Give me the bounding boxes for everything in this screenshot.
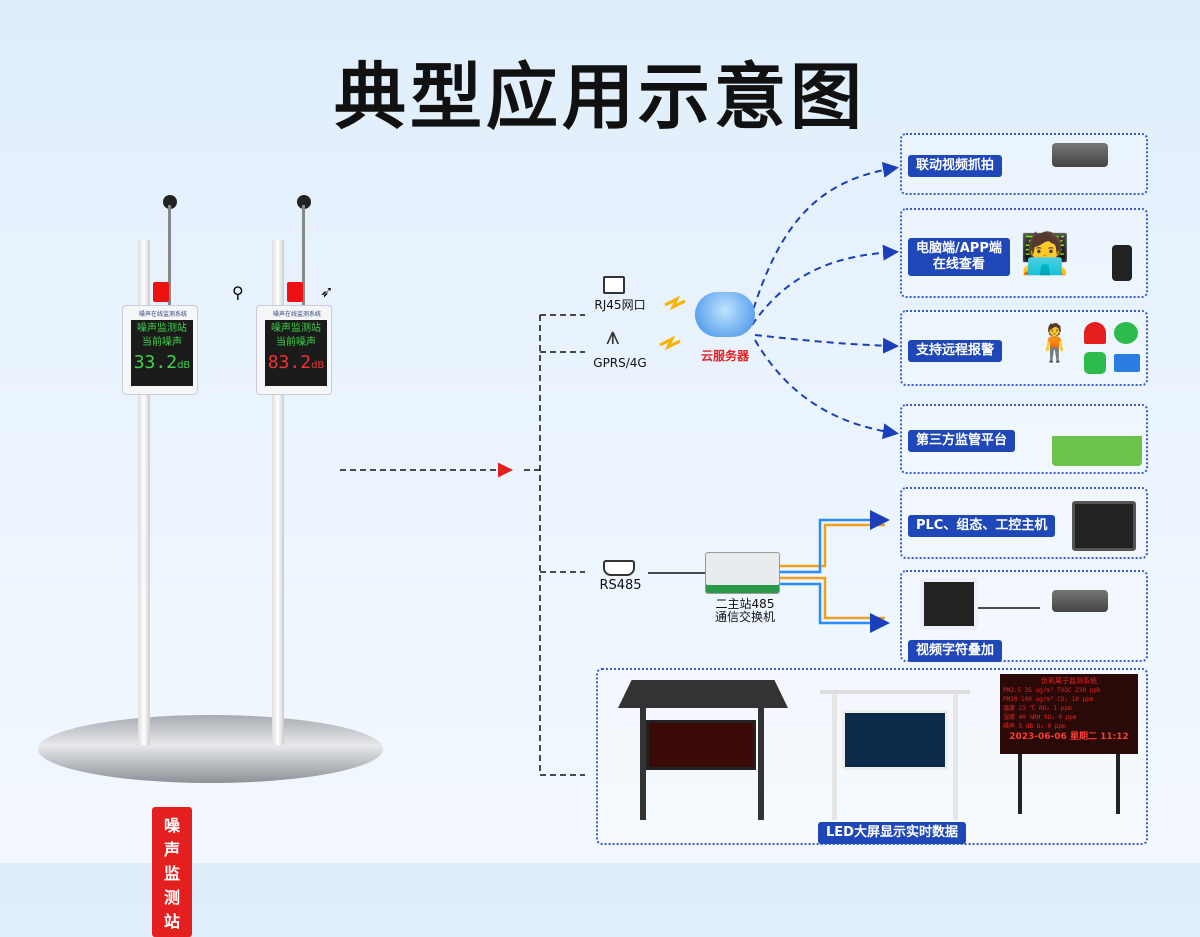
- output-video-capture: 联动视频抓拍: [900, 133, 1148, 195]
- wind-vane-icon: ➶: [320, 282, 334, 301]
- switch-device-icon: [705, 552, 780, 594]
- page-title: 典型应用示意图: [333, 55, 866, 139]
- screen-title: 噪声监测站: [271, 323, 321, 334]
- alarm-light-right: [287, 282, 303, 302]
- serial-port-icon: [603, 560, 635, 576]
- output-label-line2: 在线查看: [932, 257, 985, 272]
- output-led-display: 负氧离子监测系统 PM2.5 35 ug/m³ TVOC 230 ppb PM1…: [596, 668, 1148, 845]
- microphone-left: [163, 195, 177, 209]
- smartphone-icon: [1112, 245, 1132, 281]
- anemometer-icon: ⚲: [232, 283, 244, 302]
- antenna-tower-icon: ⩚: [606, 322, 620, 350]
- switch-label-line1: 二主站485: [715, 597, 775, 611]
- cctv-camera-icon: [1052, 143, 1108, 167]
- brand-text: 噪声在线监测系统: [139, 311, 188, 318]
- output-third-party: 第三方监管平台: [900, 404, 1148, 474]
- alarm-light-left: [153, 282, 169, 302]
- led-row: 噪声 5 dB O₃ 0 ppm: [1003, 723, 1066, 730]
- screen-subtitle: 当前噪声: [142, 337, 182, 348]
- person-icon: 🧍: [1032, 323, 1077, 364]
- screen-subtitle: 当前噪声: [276, 337, 316, 348]
- output-label: LED大屏显示实时数据: [818, 822, 966, 844]
- led-board-screen: 负氧离子监测系统 PM2.5 35 ug/m³ TVOC 230 ppb PM1…: [1000, 674, 1138, 754]
- mic-rod-right: [302, 205, 305, 305]
- rj45-port-icon: [603, 276, 625, 294]
- mic-rod-left: [168, 205, 171, 305]
- cloud-label: 云服务器: [700, 349, 749, 363]
- sms-icon: [1084, 352, 1106, 374]
- siren-icon: [1084, 322, 1106, 344]
- gprs-label: GPRS/4G: [593, 356, 647, 370]
- industrial-monitor-icon: [1072, 501, 1136, 551]
- screen-title: 噪声监测站: [137, 323, 187, 334]
- led-leg: [1018, 754, 1022, 814]
- output-plc: PLC、组态、工控主机: [900, 487, 1148, 559]
- led-title: 负氧离子监测系统: [1041, 677, 1097, 685]
- led-footer: 2023-06-06 星期二 11:12: [1009, 732, 1129, 742]
- unit: dB: [311, 360, 325, 371]
- rs485-label: RS485: [599, 578, 642, 593]
- display-panel-alarm: 噪声在线监测系统 噪声监测站 当前噪声 83.2dB: [256, 305, 332, 395]
- base-platform: [38, 715, 383, 783]
- output-label: 视频字符叠加: [908, 640, 1003, 662]
- cloud-server-icon: [695, 292, 755, 337]
- output-label: 支持远程报警: [908, 340, 1003, 362]
- led-row: 湿度 40 %RH SO₂ 0 ppm: [1003, 714, 1077, 721]
- noise-value: 33.2: [133, 352, 178, 373]
- switch-label-line2: 通信交换机: [714, 610, 775, 624]
- unit: dB: [177, 360, 191, 371]
- noise-value: 83.2: [267, 352, 312, 373]
- brand-text: 噪声在线监测系统: [273, 311, 322, 318]
- overlay-device-icon: [920, 578, 978, 630]
- city-supervision-icon: [1052, 416, 1142, 466]
- output-label: 联动视频抓拍: [908, 155, 1003, 177]
- rj45-label: RJ45网口: [594, 298, 646, 312]
- email-icon: [1114, 354, 1140, 372]
- cctv-camera-icon: [1052, 590, 1108, 612]
- output-label-line1: 电脑端/APP端: [916, 241, 1002, 256]
- led-leg: [1116, 754, 1120, 814]
- microphone-right: [297, 195, 311, 209]
- wechat-icon: [1114, 322, 1138, 344]
- output-video-overlay: 视频字符叠加: [900, 570, 1148, 662]
- led-row: PM10 100 ug/m³ CO₂ 10 ppm: [1003, 696, 1094, 703]
- output-label: PLC、组态、工控主机: [908, 515, 1056, 537]
- led-kiosk-pavilion-icon: [618, 680, 788, 820]
- output-pc-app: 电脑端/APP端在线查看 🧑‍💻: [900, 208, 1148, 298]
- display-panel-normal: 噪声在线监测系统 噪声监测站 当前噪声 33.2dB: [122, 305, 198, 395]
- led-row: PM2.5 35 ug/m³ TVOC 230 ppb: [1003, 687, 1101, 694]
- led-row: 温度 23 ℃ NO₂ 1 ppm: [1003, 705, 1072, 712]
- connection-lines: [340, 162, 1040, 776]
- output-label: 第三方监管平台: [908, 430, 1016, 452]
- person-computer-icon: 🧑‍💻: [1020, 231, 1070, 277]
- lcd-billboard-icon: [820, 690, 970, 820]
- output-remote-alarm: 支持远程报警 🧍: [900, 310, 1148, 386]
- station-label: 噪声监测站: [152, 807, 193, 937]
